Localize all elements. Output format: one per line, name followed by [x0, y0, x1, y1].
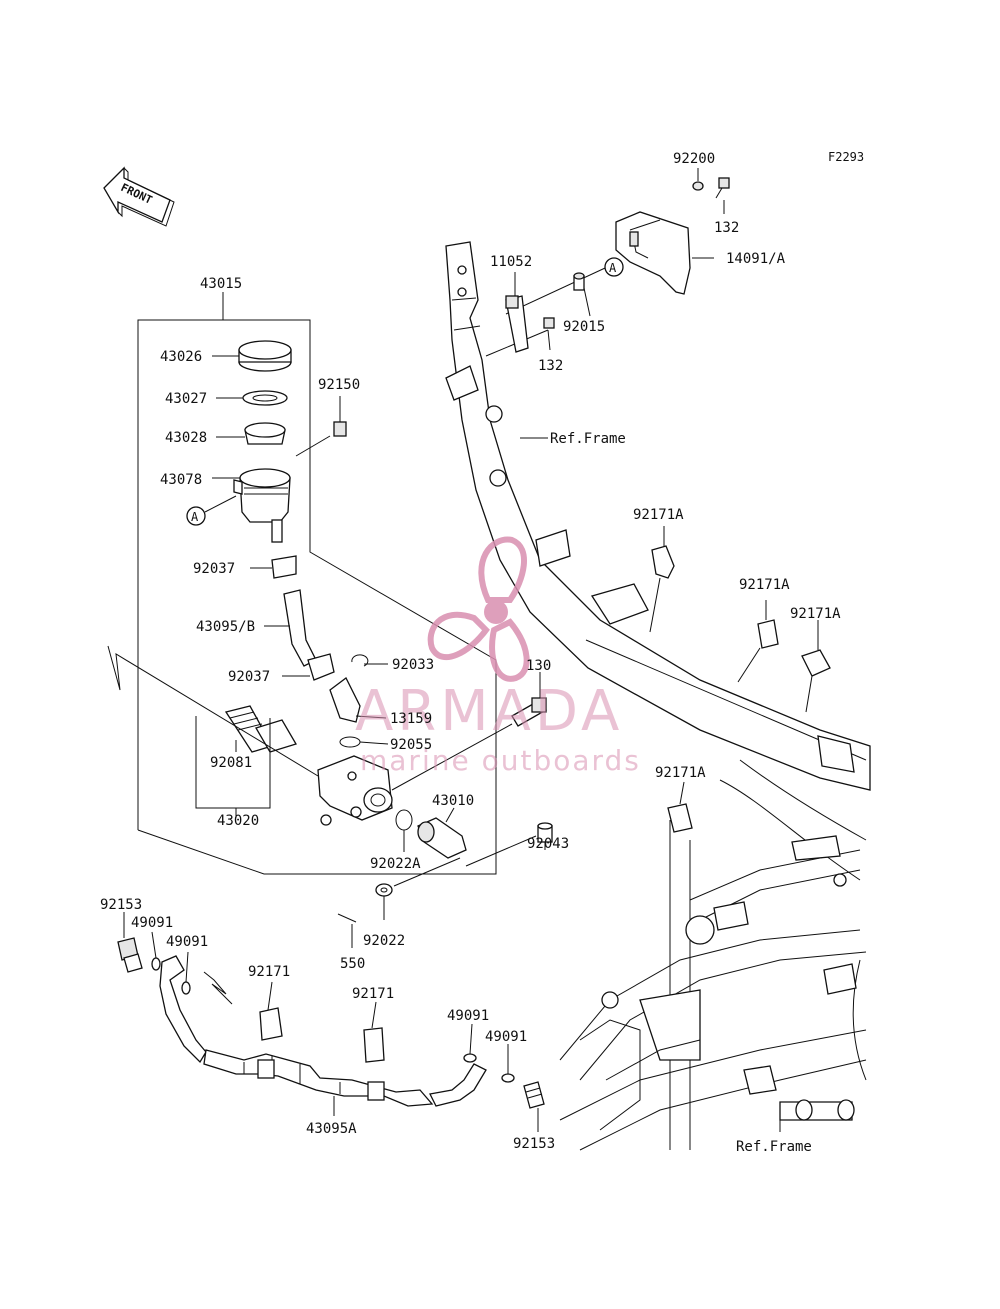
bolt-132-top	[715, 177, 730, 214]
watermark-logo-icon	[427, 536, 530, 682]
washer-49091-c	[463, 1023, 477, 1063]
hose-43095B	[264, 589, 317, 667]
reservoir-cover	[615, 211, 691, 295]
clamp-92171-a	[259, 981, 283, 1041]
watermark-brand: ARMADA	[355, 679, 623, 744]
connector-13159	[329, 677, 387, 723]
label-132-mid: 132	[538, 358, 563, 374]
label-ref-frame-bottom: Ref.Frame	[736, 1139, 812, 1155]
label-92200: 92200	[673, 151, 715, 167]
label-92022A: 92022A	[370, 856, 421, 872]
label-49091-b: 49091	[166, 934, 208, 950]
label-49091-c: 49091	[447, 1008, 489, 1024]
label-49091-a: 49091	[131, 915, 173, 931]
pin-92043	[465, 822, 553, 867]
clip-92037-b	[282, 653, 335, 681]
cotter-pin-550	[337, 913, 357, 948]
label-92055: 92055	[390, 737, 432, 753]
label-43095A: 43095A	[306, 1121, 357, 1137]
label-43027: 43027	[165, 391, 207, 407]
ref-a-label-top: A	[609, 261, 617, 275]
ref-a-circle-top	[604, 257, 624, 277]
label-43026: 43026	[160, 349, 202, 365]
label-92153-right: 92153	[513, 1136, 555, 1152]
label-132-top: 132	[714, 220, 739, 236]
label-92171A-2: 92171A	[739, 577, 790, 593]
circlip-92033	[351, 654, 388, 667]
label-43078: 43078	[160, 472, 202, 488]
bolt-132-mid	[543, 317, 555, 351]
front-arrow-icon: FRONT	[103, 166, 175, 227]
clamp-92171A-2	[737, 600, 779, 683]
label-92043: 92043	[527, 836, 569, 852]
label-43095-B: 43095/B	[196, 619, 255, 635]
banjo-bolt-92153-right	[523, 1081, 545, 1132]
bolt-92150	[295, 396, 347, 457]
label-92150: 92150	[318, 377, 360, 393]
label-92037-top: 92037	[193, 561, 235, 577]
plate-43027	[216, 390, 288, 406]
bracket-11052	[505, 272, 529, 353]
label-92081: 92081	[210, 755, 252, 771]
label-92015: 92015	[563, 319, 605, 335]
washer-49091-b	[181, 951, 191, 995]
diaphragm-43028	[216, 422, 286, 445]
label-14091-A: 14091/A	[726, 251, 786, 267]
ref-a-label-left: A	[191, 510, 199, 524]
clamp-92171A-1	[649, 526, 675, 633]
label-43020: 43020	[217, 813, 259, 829]
clevis-43010	[417, 807, 467, 859]
clamp-92171A-3	[801, 620, 831, 713]
label-92037-bottom: 92037	[228, 669, 270, 685]
washer-49091-a	[151, 931, 161, 971]
label-49091-d: 49091	[485, 1029, 527, 1045]
label-92171A-4: 92171A	[655, 765, 706, 781]
watermark-tagline: marine outboards	[360, 744, 641, 777]
label-550: 550	[340, 956, 365, 972]
oring-92055	[339, 736, 389, 748]
label-92022: 92022	[363, 933, 405, 949]
label-92153-left: 92153	[100, 897, 142, 913]
clip-92037-a	[250, 555, 297, 579]
assembly-bracket-43015	[137, 319, 497, 875]
washer-49091-d	[501, 1044, 515, 1083]
bolt-130	[391, 672, 547, 791]
clamp-92171A-4	[667, 781, 693, 833]
label-130: 130	[526, 658, 551, 674]
reservoir-43078	[212, 468, 291, 543]
label-92171-a: 92171	[248, 964, 290, 980]
washer-92200	[692, 168, 704, 191]
frame-downtube	[445, 241, 871, 791]
collar-92015	[573, 272, 591, 317]
label-92033: 92033	[392, 657, 434, 673]
piston-kit-92081	[224, 705, 297, 753]
banjo-bolt-92153-left	[117, 912, 143, 973]
label-43015: 43015	[200, 276, 242, 292]
label-92171A-3: 92171A	[790, 606, 841, 622]
label-11052: 11052	[490, 254, 532, 270]
ref-a-circle-left	[186, 506, 206, 526]
clamp-92171-b	[363, 1001, 385, 1063]
label-92171A-1: 92171A	[633, 507, 684, 523]
frame-lower	[559, 759, 867, 1151]
cap-43026	[212, 340, 292, 372]
part-labels: 92200 132 14091/A 11052 92015 132 Ref.Fr…	[100, 151, 841, 1155]
brake-hose-43095A	[159, 955, 487, 1116]
label-43028: 43028	[165, 430, 207, 446]
label-92171-b: 92171	[352, 986, 394, 1002]
label-ref-frame-top: Ref.Frame	[550, 431, 626, 447]
bracket-43020	[195, 716, 271, 809]
master-cylinder-body	[317, 755, 393, 826]
diagram-code: F2293	[828, 150, 864, 164]
circlip-92022A	[395, 809, 413, 852]
label-43010: 43010	[432, 793, 474, 809]
label-13159: 13159	[390, 711, 432, 727]
washer-92022	[375, 857, 461, 920]
